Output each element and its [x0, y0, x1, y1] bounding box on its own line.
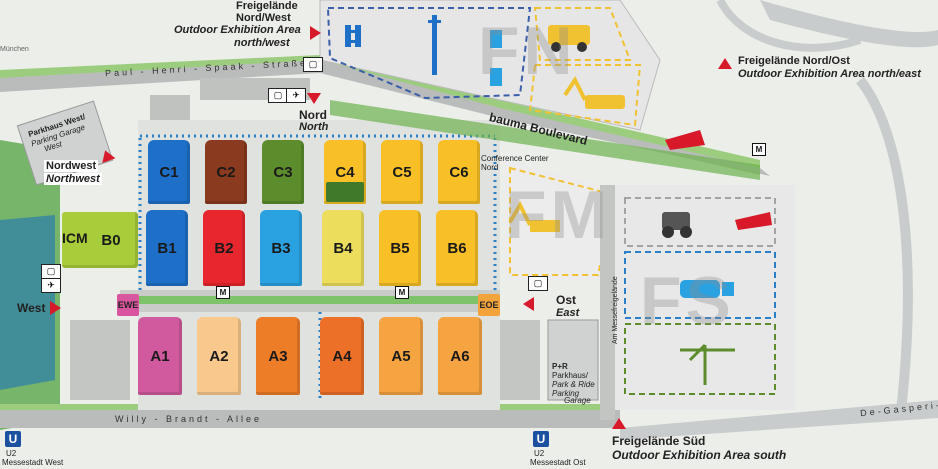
fg-sued-label-en: Outdoor Exhibition Area south	[612, 448, 787, 462]
hall-c1-label: C1	[159, 163, 179, 181]
hall-b3[interactable]: B3	[260, 210, 302, 286]
hall-b4-label: B4	[333, 239, 353, 257]
fg-no-marker-icon[interactable]	[718, 58, 732, 69]
parking-car-icon: ▢	[268, 88, 288, 103]
entrance-north-marker-icon[interactable]	[307, 93, 321, 104]
hall-c6-label: C6	[449, 163, 469, 181]
hall-a5[interactable]: A5	[379, 317, 423, 395]
hall-b5-label: B5	[390, 239, 410, 257]
park-ride-label-4: Parking	[552, 389, 580, 398]
hall-a1[interactable]: A1	[138, 317, 182, 395]
conference-center-label-2: Nord	[481, 163, 499, 172]
fg-sued-label-de: Freigelände Süd	[612, 434, 706, 448]
entrance-ewe[interactable]: EWE	[117, 294, 139, 316]
entrance-north-label: North	[299, 121, 329, 133]
hall-a4-label: A4	[332, 347, 352, 365]
fg-nw-label-de: Freigelände	[236, 0, 298, 12]
fg-nw-label-de2: Nord/West	[236, 12, 291, 24]
icm-label[interactable]: ICM	[62, 230, 88, 246]
hall-b0-label: B0	[101, 231, 121, 249]
street-am-messefreigelaende: Am Messefreigelände	[612, 276, 619, 344]
hall-b5[interactable]: B5	[379, 210, 421, 286]
entrance-ost-label[interactable]: Ost	[556, 293, 577, 307]
park-ride-label-3: Park & Ride	[552, 380, 595, 389]
muenchen-label: München	[0, 46, 29, 53]
entrance-west-label[interactable]: West	[17, 301, 46, 315]
zone-fs-label: FS	[640, 263, 735, 339]
entrance-northwest-label: Northwest	[44, 173, 102, 185]
ubahn-west-line: U2	[6, 449, 17, 458]
hall-b4[interactable]: B4	[322, 210, 364, 286]
park-ride-label-5: Garage	[564, 396, 591, 405]
ubahn-ost-stop: Messestadt Ost	[530, 458, 586, 467]
hall-a3-label: A3	[268, 347, 288, 365]
hall-c2-label: C2	[216, 163, 236, 181]
zone-fm-label: FM	[505, 177, 612, 253]
entrance-west-marker-icon[interactable]	[50, 301, 61, 315]
hall-c2[interactable]: C2	[205, 140, 247, 204]
hall-c6[interactable]: C6	[438, 140, 480, 204]
hall-a4[interactable]: A4	[320, 317, 364, 395]
conference-center-label: Conference Center	[481, 154, 549, 163]
hall-b2-label: B2	[214, 239, 234, 257]
fg-no-label-en: Outdoor Exhibition Area north/east	[738, 68, 921, 80]
fg-sued-marker-icon[interactable]	[612, 418, 626, 429]
parking-car-icon: ▢	[528, 276, 548, 291]
entrance-east-marker-icon[interactable]	[523, 297, 534, 311]
hall-c4-label: C4	[335, 163, 355, 181]
hall-c4-green-section	[326, 182, 364, 202]
fg-nw-marker-icon[interactable]	[310, 26, 321, 40]
hall-c5-label: C5	[392, 163, 412, 181]
ubahn-ost-icon[interactable]: U	[533, 431, 549, 447]
fg-nw-label-en: Outdoor Exhibition Area	[174, 24, 301, 36]
zone-fn-label: FN	[478, 13, 577, 89]
hall-a6[interactable]: A6	[438, 317, 482, 395]
plane-icon: ✈	[41, 278, 61, 293]
fg-nw-label-en2: north/west	[234, 37, 290, 49]
hall-a1-label: A1	[150, 347, 170, 365]
metro-icon: M	[395, 286, 409, 299]
ubahn-west-stop: Messestadt West	[2, 458, 64, 467]
hall-b6-label: B6	[447, 239, 467, 257]
entrance-eoe[interactable]: EOE	[478, 294, 500, 316]
ubahn-west-icon[interactable]: U	[5, 431, 21, 447]
entrance-east-label: East	[556, 307, 580, 319]
metro-icon: M	[216, 286, 230, 299]
park-ride-label-2: Parkhaus/	[552, 371, 589, 380]
hall-c5[interactable]: C5	[381, 140, 423, 204]
entrance-nord-label[interactable]: Nord	[299, 108, 327, 122]
hall-a2[interactable]: A2	[197, 317, 241, 395]
hall-a2-label: A2	[209, 347, 229, 365]
parking-car-icon: ▢	[41, 264, 61, 279]
hall-b3-label: B3	[271, 239, 291, 257]
hall-b2[interactable]: B2	[203, 210, 245, 286]
hall-b1-label: B1	[157, 239, 177, 257]
hall-a5-label: A5	[391, 347, 411, 365]
metro-icon: M	[752, 143, 766, 156]
hall-a6-label: A6	[450, 347, 470, 365]
plane-icon: ✈	[286, 88, 306, 103]
hall-b1[interactable]: B1	[146, 210, 188, 286]
hall-c1[interactable]: C1	[148, 140, 190, 204]
fg-no-label-de: Freigelände Nord/Ost	[738, 55, 850, 67]
street-willy-brandt-allee: Willy - Brandt - Allee	[115, 414, 263, 424]
hall-a3[interactable]: A3	[256, 317, 300, 395]
hall-c3[interactable]: C3	[262, 140, 304, 204]
park-ride-label: P+R	[552, 362, 568, 371]
hall-c3-label: C3	[273, 163, 293, 181]
parking-car-icon: ▢	[303, 57, 323, 72]
entrance-nordwest-label[interactable]: Nordwest	[44, 160, 99, 172]
ubahn-ost-line: U2	[534, 449, 545, 458]
hall-b6[interactable]: B6	[436, 210, 478, 286]
